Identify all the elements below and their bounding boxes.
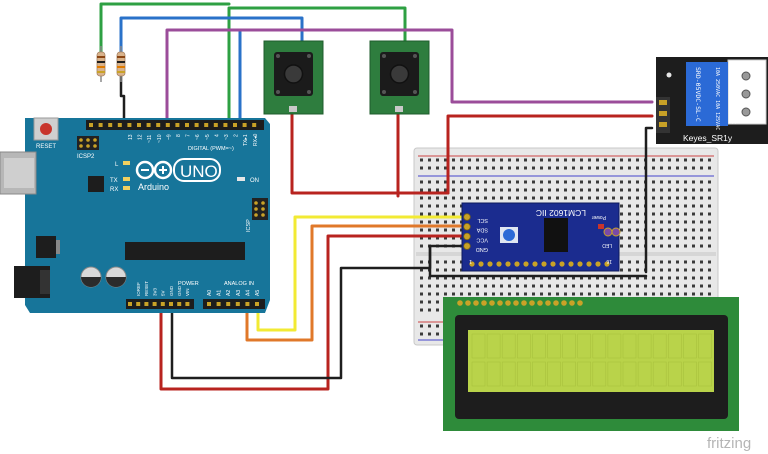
digital-pin-label: TX▸1 xyxy=(243,134,249,146)
i2c-pin-label: VCC xyxy=(476,236,488,242)
wire-yellow-scl xyxy=(256,215,469,332)
wire-red-button1 xyxy=(290,110,450,195)
digital-pin-label: 2 xyxy=(234,134,240,137)
i2c-chip xyxy=(544,218,568,252)
atmega-chip xyxy=(125,242,245,260)
power-pin-label: GND xyxy=(169,285,174,296)
push-button-2 xyxy=(369,40,430,115)
icsp-label: ICSP xyxy=(246,219,252,232)
power-pin-label: IOREF xyxy=(136,282,141,296)
power-pin-label: GND xyxy=(177,285,182,296)
resistor-2 xyxy=(116,46,126,82)
pin-first-label: 1 xyxy=(469,258,472,264)
digital-pin-label: ~10 xyxy=(157,134,163,143)
wire-resistor-black xyxy=(119,74,126,128)
analog-pin-label: A2 xyxy=(226,290,232,296)
digital-pin-label: 8 xyxy=(176,134,182,137)
digital-pin-label: ~9 xyxy=(166,134,172,140)
digital-pin-label: 12 xyxy=(138,134,144,140)
power-led-label: Power xyxy=(591,214,606,220)
resistor-1 xyxy=(96,46,106,82)
analog-pin-label: A0 xyxy=(207,290,213,296)
analog-pin-label: A1 xyxy=(217,290,223,296)
rx-label: RX xyxy=(110,187,118,193)
reset-button-icon xyxy=(40,123,52,135)
icsp2-header xyxy=(77,136,99,150)
i2c-pin-label: GND xyxy=(476,246,488,252)
uno-model-label: UNO xyxy=(180,162,218,181)
arduino-brand-label: Arduino xyxy=(138,182,169,192)
wire-green-top xyxy=(99,2,231,54)
power-pin-label: 5V xyxy=(161,290,166,296)
wire-orange-sda xyxy=(245,224,469,342)
relay-rating-2: 10A 30VDC 10A 28VDC xyxy=(730,67,736,124)
wire-red-relay xyxy=(446,114,654,195)
digital-pin-label: ~5 xyxy=(205,134,211,140)
tx-label: TX xyxy=(110,178,118,184)
pin-last-label: 16 xyxy=(606,258,612,264)
analog-pin-label: A5 xyxy=(255,290,261,296)
on-label: ON xyxy=(250,178,259,184)
wire-black-relay xyxy=(644,126,654,274)
digital-pin-label: RX◂0 xyxy=(253,134,259,146)
relay-module: SRD-05VDC-SL-C 10A 250VAC 10A 125VAC 10A… xyxy=(656,57,768,144)
analog-header xyxy=(203,299,265,309)
i2c-pin-label: SCL xyxy=(477,217,488,223)
push-button-1 xyxy=(263,40,324,115)
relay-body xyxy=(686,62,728,126)
digital-header-label: DIGITAL (PWM=~) xyxy=(188,146,234,152)
power-header xyxy=(126,299,194,309)
wires xyxy=(99,2,654,391)
lcd-i2c-module: LCM1602 IIC SCL SDA VCC GND Power LED 1 16 xyxy=(461,202,621,272)
power-pin-label: VIN xyxy=(185,288,190,296)
digital-pin-label: ~3 xyxy=(224,134,230,140)
digital-pin-label: 13 xyxy=(128,134,134,140)
reset-label: RESET xyxy=(36,144,56,150)
i2c-pin-label: SDA xyxy=(476,227,488,233)
fritzing-watermark: fritzing xyxy=(707,435,751,452)
power-pin-label: 3V3 xyxy=(152,287,157,296)
analog-in-label: ANALOG IN xyxy=(224,281,254,287)
relay-part-text: SRD-05VDC-SL-C xyxy=(694,67,702,122)
wire-green-relay xyxy=(227,6,407,122)
digital-pin-label: 7 xyxy=(186,134,192,137)
relay-name-label: Keyes_SR1y xyxy=(683,133,733,143)
l-led-label: L xyxy=(115,162,119,168)
digital-pin-label: ~11 xyxy=(147,135,153,143)
icsp2-label: ICSP2 xyxy=(77,154,95,160)
digital-header xyxy=(86,120,264,130)
arduino-logo-icon xyxy=(135,160,173,180)
wire-purple-relay xyxy=(165,28,654,122)
digital-pin-label: 4 xyxy=(214,134,220,137)
relay-rating-1: 10A 250VAC 10A 125VAC xyxy=(714,67,720,130)
power-label: POWER xyxy=(178,281,199,287)
power-pin-label: RESET xyxy=(144,281,149,296)
analog-pin-label: A3 xyxy=(236,290,242,296)
analog-pin-label: A4 xyxy=(245,290,251,296)
wire-black-lcd xyxy=(170,244,469,380)
lcm1602-title: LCM1602 IIC xyxy=(536,208,586,218)
icsp-header xyxy=(252,198,268,220)
wire-red-vcc xyxy=(159,234,469,391)
digital-pin-label: ~6 xyxy=(195,134,201,140)
lcd-display xyxy=(443,297,739,431)
led-label: LED xyxy=(602,242,612,248)
